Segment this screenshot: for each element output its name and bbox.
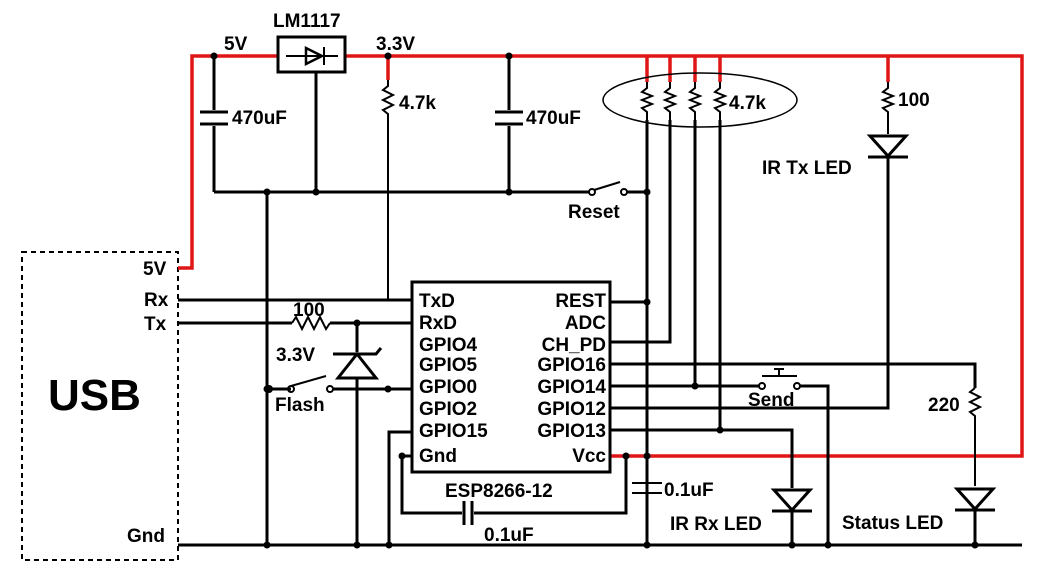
- input-capacitor: 470uF: [200, 56, 287, 192]
- ir-tx-led-label: IR Tx LED: [762, 158, 852, 179]
- input-capacitor-label: 470uF: [232, 108, 287, 129]
- pin-rest: REST: [555, 291, 606, 312]
- flash-pullup-resistor: 4.7k: [380, 80, 436, 300]
- flash-switch: Flash: [265, 375, 412, 416]
- output-voltage-label: 3.3V: [376, 34, 415, 55]
- flash-label: Flash: [275, 395, 325, 416]
- usb-connector: USB 5V Rx Tx Gnd: [21, 251, 179, 561]
- usb-pin-gnd: Gnd: [127, 526, 165, 547]
- gpio13-pullup-wire: [610, 120, 722, 432]
- ir-rx-led-label: IR Rx LED: [670, 514, 762, 535]
- send-label: Send: [748, 390, 794, 411]
- vcc-cap-label: 0.1uF: [664, 480, 714, 501]
- pin-gpio2: GPIO2: [419, 399, 477, 420]
- pin-adc: ADC: [565, 313, 606, 334]
- pullup-array-label: 4.7k: [729, 93, 766, 114]
- module-name: ESP8266-12: [445, 481, 553, 502]
- ir-tx-resistor-label: 100: [898, 90, 930, 111]
- pin-gpio4: GPIO4: [419, 335, 478, 356]
- module-gnd-wire: [400, 454, 462, 515]
- rx-resistor-label: 100: [293, 300, 325, 321]
- pin-gpio12: GPIO12: [537, 399, 606, 420]
- pin-txd: TxD: [419, 291, 455, 312]
- ldo-regulator: LM1117 5V 3.3V: [224, 11, 415, 192]
- flash-pullup-label: 4.7k: [399, 93, 436, 114]
- zener-diode: 3.3V: [276, 323, 383, 545]
- decoupling-capacitor-vcc: 0.1uF: [632, 456, 714, 501]
- usb-title: USB: [48, 371, 141, 420]
- reset-label: Reset: [568, 202, 620, 223]
- output-capacitor: 470uF: [495, 56, 581, 192]
- status-led-branch: 220 Status LED: [610, 362, 997, 545]
- decoupling-capacitor-bottom: 0.1uF: [462, 456, 628, 546]
- pin-gpio15: GPIO15: [419, 421, 488, 442]
- ir-rx-branch: IR Rx LED: [670, 428, 814, 545]
- usb-pin-5v: 5V: [143, 259, 167, 280]
- input-voltage-label: 5V: [224, 34, 248, 55]
- junction-dots: [210, 52, 979, 549]
- reset-switch: Reset: [568, 181, 647, 223]
- usb-pin-rx: Rx: [144, 290, 169, 311]
- pin-chpd: CH_PD: [542, 335, 606, 356]
- chpd-pullup-wire: [610, 120, 672, 344]
- pin-gpio13: GPIO13: [537, 421, 606, 442]
- gpio14-pullup-wire: [610, 120, 697, 388]
- pin-gpio5: GPIO5: [419, 355, 478, 376]
- pin-gpio14: GPIO14: [537, 377, 606, 398]
- esp-module: TxD RxD GPIO4 GPIO5 GPIO0 GPIO2 GPIO15 G…: [410, 280, 612, 502]
- pin-gnd: Gnd: [419, 446, 457, 467]
- rx-series-resistor: 100: [178, 300, 412, 332]
- pin-vcc: Vcc: [572, 446, 606, 467]
- status-resistor-label: 220: [928, 395, 960, 416]
- zener-label: 3.3V: [276, 345, 315, 366]
- regulator-label: LM1117: [273, 11, 341, 32]
- pin-rxd: RxD: [419, 313, 457, 334]
- ir-tx-branch: 100 IR Tx LED: [610, 82, 930, 410]
- pin-gpio16: GPIO16: [537, 355, 606, 376]
- gpio15-ground-wire: [387, 430, 412, 545]
- power-rail: [178, 54, 1024, 458]
- send-switch: Send: [695, 368, 830, 545]
- status-led-label: Status LED: [842, 513, 943, 534]
- pullup-resistor-array: 4.7k: [602, 72, 798, 128]
- output-capacitor-label: 470uF: [526, 108, 581, 129]
- usb-pin-tx: Tx: [144, 314, 167, 335]
- pin-gpio0: GPIO0: [419, 377, 477, 398]
- bottom-cap-label: 0.1uF: [484, 525, 534, 546]
